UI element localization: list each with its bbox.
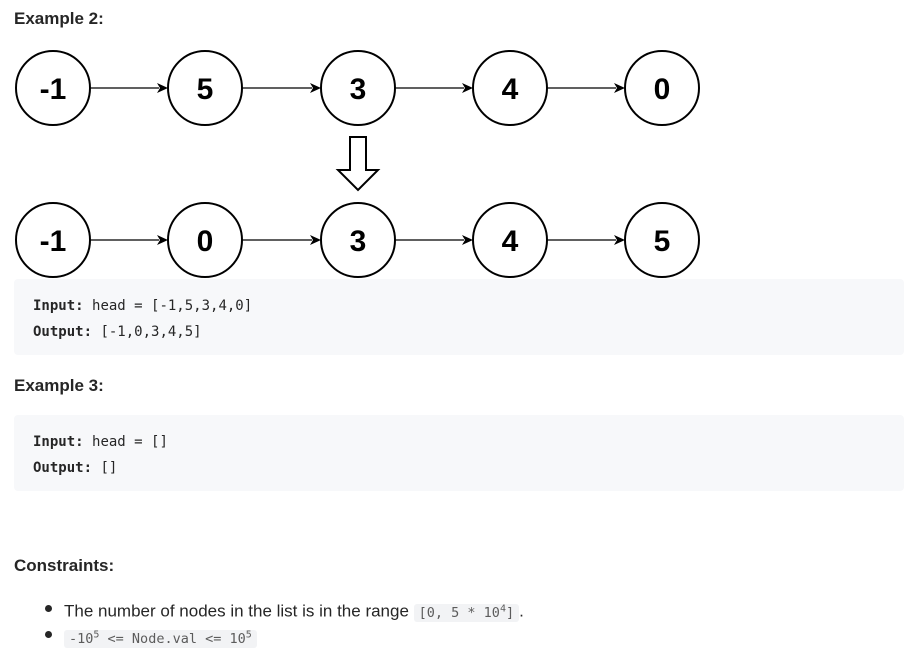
down-arrow-icon — [335, 136, 381, 192]
after-node: 3 — [320, 202, 396, 278]
list-before-row: -1 5 3 4 0 — [15, 50, 700, 126]
node-value: 4 — [502, 225, 519, 258]
after-node: 0 — [167, 202, 243, 278]
constraint-end: . — [519, 601, 524, 621]
example-2-output-line: Output: [-1,0,3,4,5] — [33, 319, 885, 345]
before-node: 4 — [472, 50, 548, 126]
arrowhead-icon — [614, 235, 625, 245]
code-part: -10 — [69, 630, 94, 647]
list-after-row: -1 0 3 4 5 — [15, 202, 700, 278]
arrowhead-icon — [157, 235, 168, 245]
before-node: -1 — [15, 50, 91, 126]
arrowhead-icon — [157, 83, 168, 93]
output-value: [-1,0,3,4,5] — [100, 324, 202, 340]
example-2-heading: Example 2: — [14, 9, 104, 28]
code-exponent: 5 — [245, 629, 252, 640]
output-label: Output: — [33, 324, 93, 340]
inline-code: -105 <= Node.val <= 105 — [64, 629, 257, 648]
example-2-input-line: Input: head = [-1,5,3,4,0] — [33, 293, 885, 319]
node-value: 4 — [502, 73, 519, 106]
output-value: [] — [100, 460, 118, 476]
constraint-node-value: -105 <= Node.val <= 105 — [14, 622, 524, 648]
node-value: 0 — [654, 73, 671, 106]
node-value: 3 — [350, 73, 367, 106]
node-value: -1 — [40, 225, 67, 258]
output-label: Output: — [33, 460, 93, 476]
code-part: <= Node.val <= 10 — [99, 630, 246, 647]
before-node: 3 — [320, 50, 396, 126]
arrowhead-icon — [462, 235, 473, 245]
arrowhead-icon — [310, 83, 321, 93]
bullet-icon — [45, 605, 52, 612]
before-node: 5 — [167, 50, 243, 126]
code-part: ] — [505, 604, 515, 621]
arrowhead-icon — [614, 83, 625, 93]
example-3-output-line: Output: [] — [33, 455, 885, 481]
code-exponent: 5 — [93, 629, 100, 640]
node-value: -1 — [40, 73, 67, 106]
input-value: head = [] — [92, 434, 168, 450]
input-label: Input: — [33, 434, 84, 450]
linked-list-diagram: -1 5 3 4 0 -1 0 3 4 5 — [15, 50, 700, 278]
arrowhead-icon — [462, 83, 473, 93]
node-circle — [624, 202, 700, 278]
constraint-text: The number of nodes in the list is in th… — [64, 601, 414, 621]
constraint-node-count: The number of nodes in the list is in th… — [14, 596, 524, 622]
node-circle — [624, 50, 700, 126]
bullet-icon — [45, 631, 52, 638]
code-exponent: 4 — [499, 603, 506, 614]
node-value: 0 — [197, 225, 214, 258]
node-value: 5 — [197, 73, 214, 106]
after-node: 5 — [624, 202, 700, 278]
example-3-input-line: Input: head = [] — [33, 429, 885, 455]
after-node: 4 — [472, 202, 548, 278]
code-part: [0, 5 * 10 — [418, 604, 500, 621]
example-3-heading: Example 3: — [14, 376, 104, 395]
input-value: head = [-1,5,3,4,0] — [92, 298, 253, 314]
before-node: 0 — [624, 50, 700, 126]
example-3-code-block: Input: head = [] Output: [] — [14, 415, 904, 491]
inline-code: [0, 5 * 104] — [413, 603, 520, 622]
constraints-list: The number of nodes in the list is in th… — [14, 596, 524, 648]
after-node: -1 — [15, 202, 91, 278]
input-label: Input: — [33, 298, 84, 314]
node-value: 5 — [654, 225, 671, 258]
node-value: 3 — [350, 225, 367, 258]
constraints-heading: Constraints: — [14, 556, 115, 575]
example-2-code-block: Input: head = [-1,5,3,4,0] Output: [-1,0… — [14, 279, 904, 355]
arrowhead-icon — [310, 235, 321, 245]
